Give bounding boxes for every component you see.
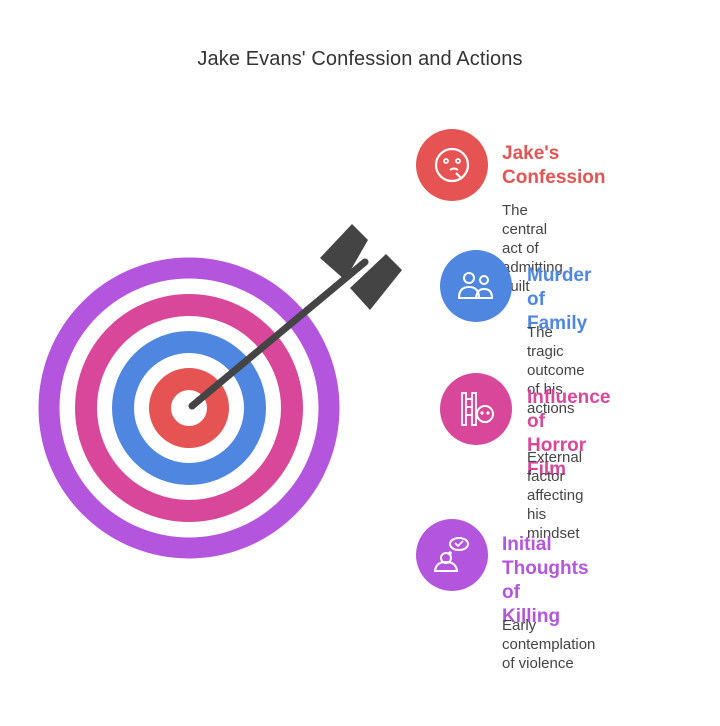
ring-red (149, 368, 229, 448)
arrow-icon (188, 224, 402, 410)
film-skull-icon (461, 392, 494, 426)
confession-face-icon (434, 147, 470, 183)
ring-blue (112, 331, 266, 485)
film-skull-badge (440, 373, 512, 445)
item-title-confession: Jake's Confession (502, 143, 606, 188)
item-desc-thoughts: Early contemplation of violence (502, 617, 596, 672)
item-desc-murder: The tragic outcome of his actions (527, 324, 585, 417)
item-desc-horror: External factor affecting his mindset (527, 449, 584, 542)
thinking-person-icon (433, 537, 469, 572)
confession-face-badge (416, 129, 488, 201)
ring-pink (75, 294, 303, 522)
diagram-title: Jake Evans' Confession and Actions (197, 48, 523, 70)
item-title-thoughts: Initial Thoughts of Killing (502, 534, 589, 627)
item-title-horror: Influence of Horror Film (527, 387, 611, 480)
target-rings (38, 257, 340, 559)
family-people-icon (457, 272, 494, 299)
item-title-murder: Murder of Family (527, 265, 592, 334)
family-people-badge (440, 250, 512, 322)
ring-outer-purple (38, 257, 340, 559)
thinking-person-badge (416, 519, 488, 591)
